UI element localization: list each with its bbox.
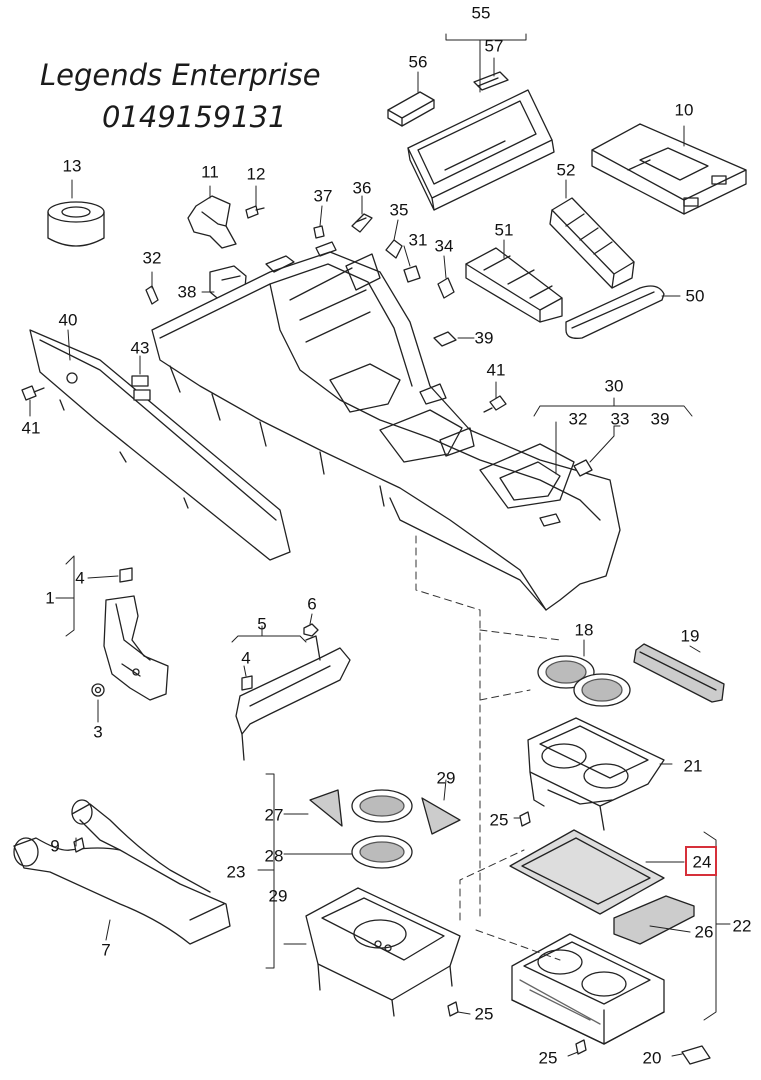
part-1-bracket (103, 595, 169, 701)
callout-12: 12 (246, 164, 266, 184)
callout-40: 40 (58, 310, 78, 330)
part-10-cover-plate (591, 123, 747, 215)
part-43-clips (131, 375, 151, 401)
callout-28: 28 (264, 846, 284, 866)
callout-22: 22 (732, 916, 752, 936)
callout-5: 5 (257, 614, 267, 634)
part-40-side-panel (29, 329, 291, 561)
callout-51: 51 (494, 220, 514, 240)
callout-43: 43 (130, 338, 150, 358)
callout-34: 34 (434, 236, 454, 256)
callout-33: 33 (610, 409, 630, 429)
part-24-mat (509, 829, 665, 915)
callout-32-top: 32 (142, 248, 162, 268)
part-7-air-duct (13, 799, 231, 945)
callout-3: 3 (93, 722, 103, 742)
callout-29-group: 29 (268, 886, 288, 906)
callout-21: 21 (683, 756, 703, 776)
part-27-pad (309, 789, 343, 827)
leader-lines (29, 33, 731, 1057)
part-39-pad (433, 331, 457, 347)
callout-24: 24 (692, 852, 712, 872)
callout-36: 36 (352, 178, 372, 198)
part-18-cup-inserts (537, 655, 631, 707)
callout-50: 50 (685, 286, 705, 306)
callout-18: 18 (574, 620, 594, 640)
part-31-clip (403, 265, 421, 283)
part-12-screw (245, 205, 265, 219)
callout-11: 11 (201, 162, 219, 182)
callout-25-middle: 25 (474, 1004, 494, 1024)
callout-10: 10 (674, 100, 694, 120)
highlight-box-24 (685, 846, 717, 876)
callout-32-group: 32 (568, 409, 588, 429)
callout-56: 56 (408, 52, 428, 72)
callout-6: 6 (307, 594, 317, 614)
part-37-screw (313, 225, 325, 239)
callout-57: 57 (484, 36, 504, 56)
callout-52: 52 (556, 160, 576, 180)
part-57-clip (473, 71, 509, 91)
center-console-body (151, 241, 621, 611)
callout-27: 27 (264, 805, 284, 825)
part-3-nut (91, 683, 105, 697)
callout-9: 9 (50, 836, 60, 856)
part-55-trim-bezel (407, 89, 555, 211)
part-21-cupholder-frame (527, 717, 665, 831)
watermark-name: Legends Enterprise (40, 58, 321, 92)
part-26-mat (613, 895, 695, 945)
callout-7: 7 (101, 940, 111, 960)
part-33-clip (573, 459, 593, 477)
callout-35: 35 (389, 200, 409, 220)
callout-55: 55 (471, 3, 491, 23)
callout-4-center: 4 (241, 648, 251, 668)
callout-30: 30 (604, 376, 624, 396)
callout-25-lower: 25 (538, 1048, 558, 1068)
callout-37: 37 (313, 186, 333, 206)
part-20-clip (681, 1045, 711, 1065)
part-36-clip (351, 213, 373, 233)
part-11-bracket (187, 195, 237, 249)
part-41-screw-right (483, 395, 507, 413)
callout-41-right: 41 (486, 360, 506, 380)
callout-20: 20 (642, 1048, 662, 1068)
part-56-switch-blank (387, 91, 435, 127)
watermark-phone: 0149159131 (102, 100, 287, 134)
callout-38: 38 (177, 282, 197, 302)
callout-31: 31 (408, 230, 428, 250)
part-41-screw-left (21, 385, 45, 401)
part-28-cup-mats (351, 789, 413, 869)
part-52-switch-panel (549, 197, 635, 289)
part-4-clip-b (241, 675, 253, 691)
callout-41-left: 41 (21, 418, 41, 438)
part-29-pad (421, 797, 461, 835)
callout-39-group: 39 (650, 409, 670, 429)
callout-26: 26 (694, 922, 714, 942)
part-51-switch-panel (465, 247, 563, 323)
part-32-pin (145, 285, 159, 305)
callout-39-top: 39 (474, 328, 494, 348)
callout-29-top: 29 (436, 768, 456, 788)
part-5-bracket (235, 635, 351, 761)
part-6-nut (303, 623, 319, 637)
callout-25-upper: 25 (489, 810, 509, 830)
part-22-storage-bin (511, 933, 665, 1045)
part-34-clip (437, 277, 455, 299)
part-23-cupholder-tray (305, 887, 461, 1017)
callout-23: 23 (226, 862, 246, 882)
callout-1: 1 (45, 588, 55, 608)
part-19-trim-strip (633, 643, 725, 703)
part-35-clip (385, 239, 403, 259)
part-13-tape-roll (47, 201, 105, 247)
callout-13: 13 (62, 156, 82, 176)
part-50-trim-strip (565, 285, 665, 339)
part-4-clip-a (119, 567, 133, 583)
callout-19: 19 (680, 626, 700, 646)
dashed-assembly-lines (415, 535, 561, 961)
callout-4-left: 4 (75, 568, 85, 588)
